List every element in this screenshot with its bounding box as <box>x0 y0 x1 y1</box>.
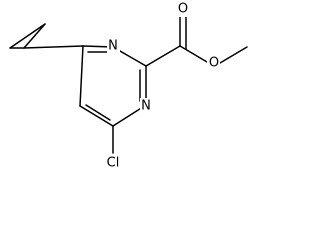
svg-text:Cl: Cl <box>107 156 120 171</box>
bond-cp-c-cp-a <box>9 23 46 49</box>
bond-c5-c4 <box>79 45 84 107</box>
atom-label-o-ester: O <box>207 56 220 71</box>
atom-label-n3: N <box>107 39 120 54</box>
svg-text:N: N <box>141 99 151 114</box>
chemical-structure-diagram: N N O O Cl <box>9 2 248 171</box>
methyl-ester-group <box>145 16 248 67</box>
svg-text:O: O <box>209 56 219 71</box>
atom-label-o-carbonyl: O <box>176 2 189 17</box>
bond-cp-b-c4 <box>23 45 84 49</box>
bond-c6-c5 <box>79 105 114 127</box>
bond-c2-carbonyl-c <box>145 45 181 67</box>
cyclopropyl-ring <box>9 23 84 49</box>
svg-text:N: N <box>108 39 118 54</box>
bond-c6-c5-double <box>85 104 111 121</box>
svg-text:O: O <box>178 2 188 17</box>
atom-label-cl: Cl <box>103 155 123 171</box>
pyrimidine-ring <box>79 45 147 127</box>
atom-label-n1: N <box>140 98 153 114</box>
bond-carbonyl-c-o-ester <box>179 45 208 63</box>
bond-o-ester-methyl <box>219 46 248 64</box>
bond-cp-a-cp-b <box>23 23 46 49</box>
